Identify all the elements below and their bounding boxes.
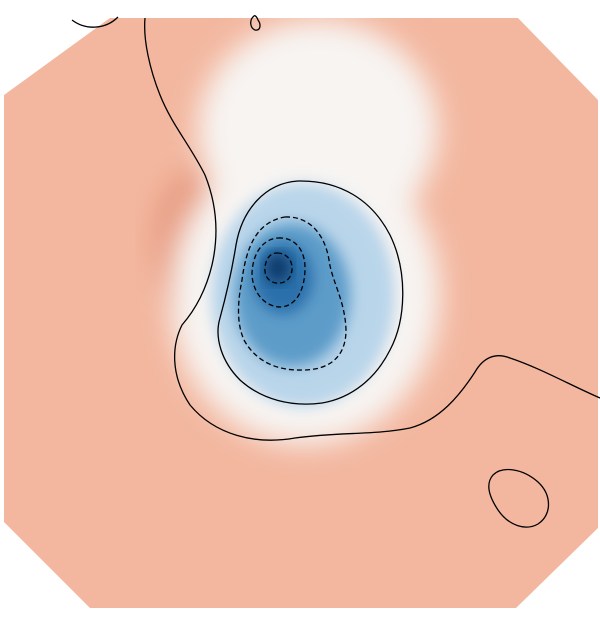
- negative-contour-mid: [251, 237, 306, 308]
- zero-contour-right-island: [488, 468, 550, 528]
- negative-peak-blob: [265, 253, 291, 283]
- zero-contour-top-left: [71, 16, 119, 28]
- zero-contour-negative-boundary: [217, 180, 404, 405]
- zero-contour-main: [144, 17, 600, 441]
- zero-contour-small-top: [250, 15, 261, 31]
- negative-contour-inner: [264, 252, 293, 284]
- contour-layer: [71, 15, 600, 528]
- negative-contour-outer: [237, 216, 347, 371]
